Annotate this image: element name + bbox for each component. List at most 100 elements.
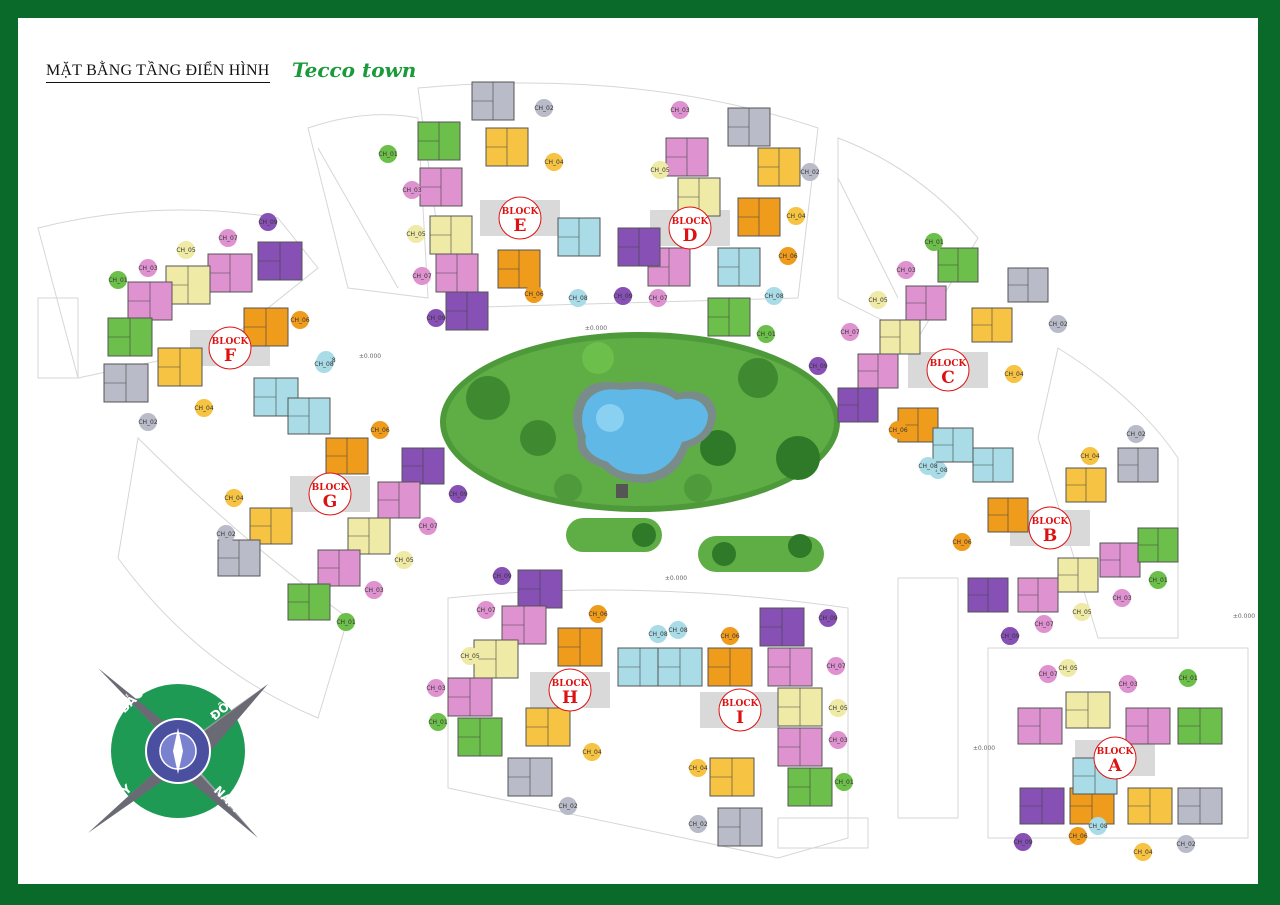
block-letter: C <box>941 368 955 388</box>
unit-tag <box>765 287 783 305</box>
block-badge <box>208 326 252 370</box>
unit-tag <box>1073 603 1091 621</box>
unit-tag-label: CH_09 <box>258 219 278 226</box>
unit-tag-label: CH_04 <box>582 749 602 756</box>
block-badge <box>718 688 762 732</box>
compass-needle <box>173 728 183 774</box>
level-mark: ±0.000 <box>665 575 687 582</box>
unit-tag <box>869 291 887 309</box>
block-a: CH_07CH_05CH_03CH_01CH_09CH_06CH_04CH_02… <box>1013 659 1223 861</box>
unit-tag-label: CH_03 <box>670 107 690 114</box>
unit-tag-label: CH_09 <box>492 573 512 580</box>
unit-tag <box>757 325 775 343</box>
unit-tag-label: CH_05 <box>650 167 670 174</box>
unit-tag-label: CH_04 <box>688 765 708 772</box>
unit-tag <box>413 267 431 285</box>
unit-tag <box>897 261 915 279</box>
unit-tag <box>403 181 421 199</box>
unit-tag <box>919 457 937 475</box>
unit-tag-label: CH_02 <box>138 419 158 426</box>
unit-tag-label: CH_08 <box>928 467 948 474</box>
unit-tag <box>689 815 707 833</box>
unit-tag <box>419 517 437 535</box>
unit-tag-label: CH_08 <box>668 627 688 634</box>
unit-tag <box>395 551 413 569</box>
unit-tag-label: CH_05 <box>828 705 848 712</box>
unit-tag <box>559 797 577 815</box>
block-label: BLOCK <box>312 483 350 493</box>
unit-tag <box>315 355 333 373</box>
unit-tag <box>217 525 235 543</box>
unit-tag-label: CH_03 <box>364 587 384 594</box>
unit-tag-label: CH_04 <box>224 495 244 502</box>
unit-tag <box>219 229 237 247</box>
block-letter: H <box>562 688 578 708</box>
level-mark: ±0.000 <box>359 353 381 360</box>
compass-rose: BẮC ĐÔNG NAM TÂY <box>88 668 268 838</box>
block-b: CH_02CH_04CH_06CH_08CH_09CH_07CH_05CH_03… <box>928 425 1179 645</box>
block-badge <box>548 668 592 712</box>
site-outline <box>37 82 1249 859</box>
unit-tag-label: CH_01 <box>428 719 448 726</box>
block-letter: D <box>683 226 698 246</box>
unit-tag-label: CH_01 <box>1178 675 1198 682</box>
map-frame: MẶT BẰNG TẦNG ĐIỂN HÌNH Tecco town <box>18 18 1258 884</box>
unit-tag <box>337 613 355 631</box>
block-letter: F <box>224 346 236 366</box>
unit-tag <box>889 421 907 439</box>
unit-tag-label: CH_07 <box>1038 671 1058 678</box>
unit-tag-label: CH_02 <box>558 803 578 810</box>
unit-tag-label: CH_08 <box>1088 823 1108 830</box>
unit-tag-label: CH_07 <box>412 273 432 280</box>
unit-tag <box>1049 315 1067 333</box>
unit-tag-label: CH_04 <box>1080 453 1100 460</box>
unit-tag <box>139 413 157 431</box>
unit-tag-label: CH_09 <box>1000 633 1020 640</box>
block-d: CH_02CH_04CH_06CH_08CH_01CH_03CH_05CH_07… <box>613 101 820 343</box>
unit-tag <box>1113 589 1131 607</box>
level-mark: ±0.000 <box>1233 613 1255 620</box>
unit-tag <box>829 699 847 717</box>
site-plan: ±0.000 ±0.000 ±0.000 ±0.000 ±0.000 CH_07… <box>37 81 1255 861</box>
small-garden-left <box>566 518 662 552</box>
block-label: BLOCK <box>1032 517 1070 527</box>
unit-tag-label: CH_07 <box>418 523 438 530</box>
unit-tag-label: CH_01 <box>336 619 356 626</box>
unit-tag <box>819 609 837 627</box>
block-e: CH_02CH_04CH_01CH_03CH_05CH_07CH_09CH_06… <box>378 81 601 331</box>
block-letter: I <box>736 708 744 728</box>
unit-tag-label: CH_09 <box>448 491 468 498</box>
unit-tag-label: CH_06 <box>524 291 544 298</box>
unit-tag <box>477 601 495 619</box>
unit-tag-label: CH_01 <box>756 331 776 338</box>
block-letter: B <box>1043 526 1057 546</box>
unit-tag-label: CH_09 <box>613 293 633 300</box>
unit-tag <box>365 581 383 599</box>
unit-tag-label: CH_02 <box>216 531 236 538</box>
unit-tag-label: CH_09 <box>808 363 828 370</box>
unit-tag-label: CH_06 <box>370 427 390 434</box>
unit-tag <box>1119 675 1137 693</box>
unit-tag <box>429 713 447 731</box>
block-badge <box>1028 506 1072 550</box>
small-garden-right <box>698 534 824 572</box>
unit-tag-label: CH_02 <box>1048 321 1068 328</box>
unit-tag-label: CH_01 <box>834 779 854 786</box>
unit-tag <box>651 161 669 179</box>
unit-tag-label: CH_04 <box>1004 371 1024 378</box>
unit-tag <box>177 241 195 259</box>
unit-tag-label: CH_05 <box>1058 665 1078 672</box>
unit-tag <box>583 743 601 761</box>
unit-tag <box>953 533 971 551</box>
unit-tag <box>427 309 445 327</box>
unit-tag-label: CH_01 <box>1148 577 1168 584</box>
block-badge <box>308 472 352 516</box>
unit-tag-label: CH_06 <box>952 539 972 546</box>
page-title: MẶT BẰNG TẦNG ĐIỂN HÌNH <box>46 62 270 83</box>
unit-tag <box>1134 843 1152 861</box>
unit-tag <box>925 233 943 251</box>
block-letter: E <box>514 216 527 236</box>
unit-tag <box>493 567 511 585</box>
block-i: CH_08CH_06CH_09CH_07CH_05CH_03CH_01CH_04… <box>657 607 854 847</box>
unit-tag-label: CH_05 <box>460 653 480 660</box>
